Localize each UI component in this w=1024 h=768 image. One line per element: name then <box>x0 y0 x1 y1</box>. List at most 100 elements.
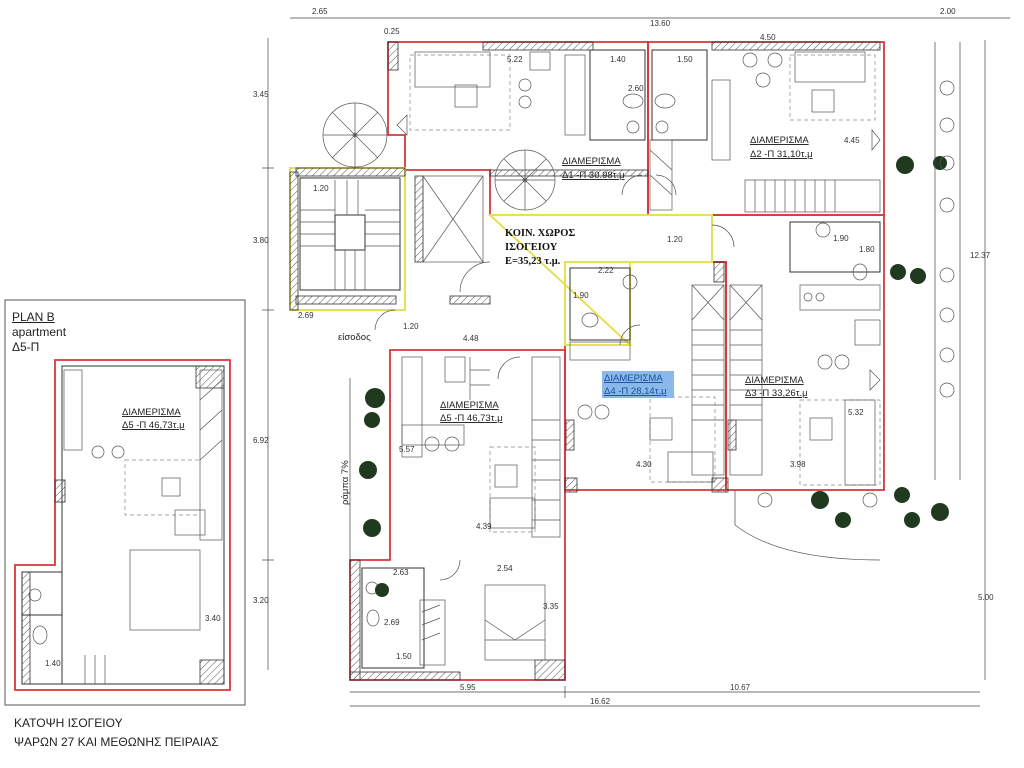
common-area-label: ΚΟΙΝ. ΧΩΡΟΣ <box>505 228 575 239</box>
apartment-d2-label: ΔΙΑΜΕΡΙΣΜΑ <box>750 135 809 146</box>
tree-icon <box>910 268 926 284</box>
dimension-label: 2.54 <box>497 564 513 573</box>
drawing-title: ΚΑΤΟΨΗ ΙΣΟΓΕΙΟΥ <box>14 716 123 730</box>
shrub-icon <box>862 492 878 508</box>
dimension-label: 1.20 <box>403 322 419 331</box>
tree-icon <box>364 412 380 428</box>
dimension-label: 5.32 <box>848 408 864 417</box>
plan-b-title: PLAN B <box>12 310 55 324</box>
shrub-icon <box>939 197 955 213</box>
dimension-label: 6.92 <box>253 436 269 445</box>
dimension-label: 4.30 <box>636 460 652 469</box>
dimension-label: 5.22 <box>507 55 523 64</box>
common-area-label: ΙΣΟΓΕΙΟΥ <box>505 242 558 253</box>
apartment-d1-outline <box>387 41 649 216</box>
outer-dimensions: 2.65 13.60 2.00 0.25 4.50 3.45 3.80 6.92… <box>253 7 994 706</box>
plan-b-unit: Δ5-Π <box>12 340 40 354</box>
apartment-d3-label: ΔΙΑΜΕΡΙΣΜΑ <box>745 375 804 386</box>
shrub-icon <box>939 267 955 283</box>
dimension-label: 5.00 <box>978 593 994 602</box>
tree-icon <box>375 583 389 597</box>
dimension-label: 3.80 <box>253 236 269 245</box>
shrub-icon <box>757 492 773 508</box>
apartment-d2-outline <box>647 41 885 216</box>
dimension-label: 1.90 <box>573 291 589 300</box>
shrub-icon <box>939 382 955 398</box>
apartment-d5-label: ΔΙΑΜΕΡΙΣΜΑ <box>440 400 499 411</box>
stairwell-outline <box>289 167 406 311</box>
dimension-label: 2.22 <box>598 266 614 275</box>
dimension-label: 4.39 <box>476 522 492 531</box>
tree-icon <box>931 503 949 521</box>
dimension-label: 2.69 <box>384 618 400 627</box>
dimension-label: 4.48 <box>463 334 479 343</box>
dimension-label: 1.20 <box>313 184 329 193</box>
inner-dimensions: 5.22 1.40 1.50 2.60 4.45 1.20 1.90 1.80 … <box>45 55 875 668</box>
dimension-lines <box>262 17 1010 707</box>
dimension-label: 0.25 <box>384 27 400 36</box>
tree-icon <box>363 519 381 537</box>
vegetation <box>349 42 961 597</box>
dimension-label: 2.65 <box>312 7 328 16</box>
dimension-label: 4.45 <box>844 136 860 145</box>
dimension-label: 3.35 <box>543 602 559 611</box>
drawing-address: ΨΑΡΩΝ 27 ΚΑΙ ΜΕΘΩΝΗΣ ΠΕΙΡΑΙΑΣ <box>14 735 219 749</box>
tree-icon <box>811 491 829 509</box>
dimension-label: 5.95 <box>460 683 476 692</box>
dimension-label: 1.50 <box>677 55 693 64</box>
plan-b-frame <box>4 299 246 706</box>
apartment-d4-label: ΔΙΑΜΕΡΙΣΜΑ <box>604 373 663 384</box>
dimension-label: 1.90 <box>833 234 849 243</box>
dimension-label: 16.62 <box>590 697 611 706</box>
tree-icon <box>896 156 914 174</box>
entrance-label: είσοδος <box>338 332 371 343</box>
dimension-label: 1.50 <box>396 652 412 661</box>
plan-b-heading: PLAN B apartment Δ5-Π <box>12 310 66 355</box>
dimension-label: 10.67 <box>730 683 751 692</box>
shrub-icon <box>939 80 955 96</box>
ramp-label: ράμπα 7% <box>340 460 351 505</box>
dimension-label: 1.40 <box>45 659 61 668</box>
apartment-d2-area: Δ2 -Π 31,10τ.μ <box>750 149 813 160</box>
apartment-d3-area: Δ3 -Π 33,26τ.μ <box>745 388 808 399</box>
tree-icon <box>359 461 377 479</box>
tree-icon <box>894 487 910 503</box>
dimension-label: 3.98 <box>790 460 806 469</box>
apartment-d5-area: Δ5 -Π 46,73τ.μ <box>440 413 503 424</box>
dimension-label: 13.60 <box>650 19 671 28</box>
tree-icon <box>890 264 906 280</box>
plan-b-apartment-label: ΔΙΑΜΕΡΙΣΜΑ <box>122 407 181 418</box>
plan-b-subtitle: apartment <box>12 325 67 339</box>
dimension-label: 5.57 <box>399 445 415 454</box>
shrub-icon <box>939 307 955 323</box>
selection-highlight <box>602 371 674 398</box>
shrub-icon <box>939 117 955 133</box>
shrub-icon <box>939 155 955 171</box>
dimension-label: 2.63 <box>393 568 409 577</box>
tree-icon <box>904 512 920 528</box>
plan-b-apartment-area: Δ5 -Π 46,73τ.μ <box>122 420 185 431</box>
dimension-label: 1.20 <box>667 235 683 244</box>
apartment-d4-area: Δ4 -Π 28,14τ.μ <box>604 386 667 397</box>
apartment-d1-area: Δ1 -Π 30.98τ.μ <box>562 170 625 181</box>
dimension-label: 1.40 <box>610 55 626 64</box>
plan-b-drawing <box>14 359 231 691</box>
dimension-label: 12.37 <box>970 251 991 260</box>
dimension-label: 4.50 <box>760 33 776 42</box>
apartment-d1-label: ΔΙΑΜΕΡΙΣΜΑ <box>562 156 621 167</box>
shrub-icon <box>939 347 955 363</box>
dimension-label: 1.80 <box>859 245 875 254</box>
dimension-label: 2.60 <box>628 84 644 93</box>
common-area-size: Ε=35,23 τ.μ. <box>505 256 561 267</box>
dimension-label: 3.40 <box>205 614 221 623</box>
apartment-d3-outline <box>711 214 885 491</box>
dimension-label: 2.69 <box>298 311 314 320</box>
tree-icon <box>365 388 385 408</box>
dimension-label: 3.20 <box>253 596 269 605</box>
apartment-labels: ΔΙΑΜΕΡΙΣΜΑ Δ1 -Π 30.98τ.μ ΔΙΑΜΕΡΙΣΜΑ Δ2 … <box>122 135 813 505</box>
dimension-label: 2.00 <box>940 7 956 16</box>
dimension-label: 3.45 <box>253 90 269 99</box>
tree-icon <box>835 512 851 528</box>
walls-and-furniture <box>289 41 881 681</box>
